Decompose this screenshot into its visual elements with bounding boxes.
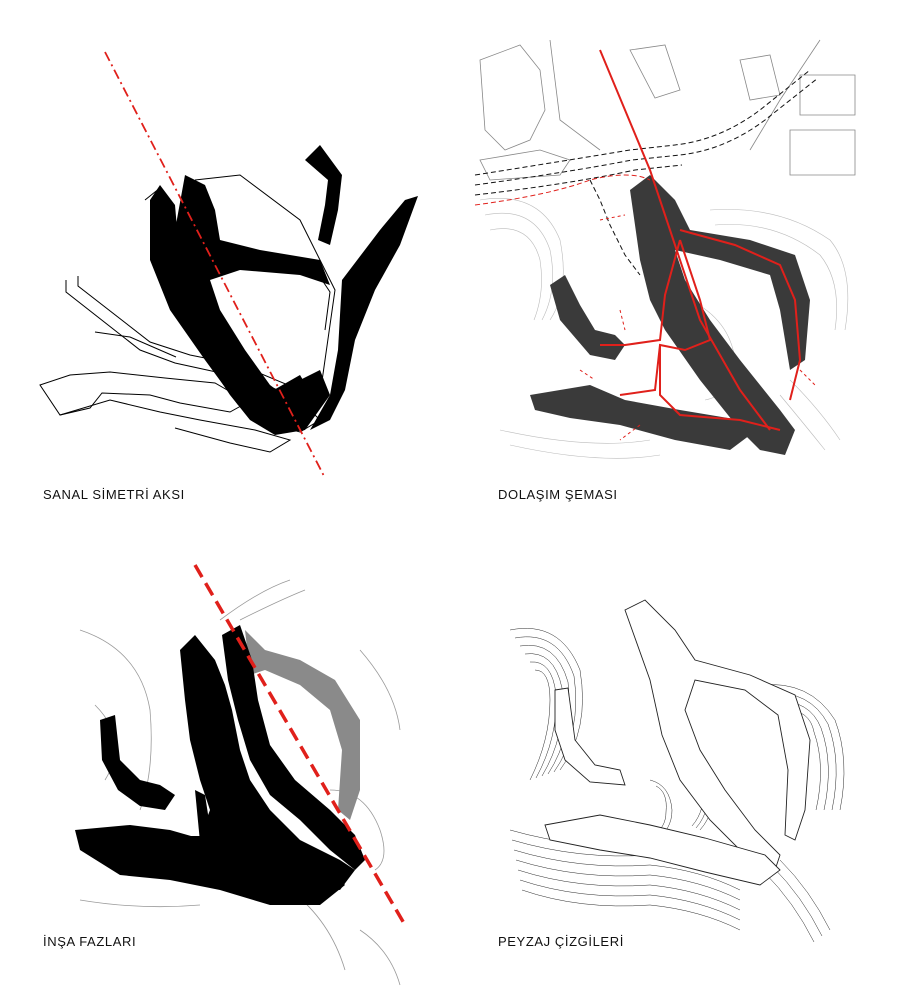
panel-landscape-lines: PEYZAJ ÇİZGİLERİ [450, 510, 900, 1000]
panel-symmetry-axis: SANAL SİMETRİ AKSI [0, 0, 450, 510]
context-blocks [479, 39, 856, 181]
symmetry-diagram [39, 51, 418, 479]
black-building-masses [150, 145, 418, 435]
caption-symmetry: SANAL SİMETRİ AKSI [43, 487, 185, 502]
phase-1-mass [75, 625, 365, 905]
phase-boundary-line [193, 564, 407, 926]
phases-diagram [75, 564, 407, 986]
access-roads [474, 69, 819, 276]
panel-circulation: DOLAŞIM ŞEMASI [450, 0, 900, 510]
circulation-diagram [474, 39, 856, 459]
caption-landscape: PEYZAJ ÇİZGİLERİ [498, 934, 624, 949]
caption-phases: İNŞA FAZLARI [43, 934, 137, 949]
building-outlines [544, 599, 811, 886]
landscape-diagram [509, 599, 845, 943]
dark-building-masses [530, 175, 810, 455]
phase-2-mass [245, 630, 360, 820]
panel-construction-phases: İNŞA FAZLARI [0, 510, 450, 1000]
circulation-routes [474, 49, 816, 441]
caption-circulation: DOLAŞIM ŞEMASI [498, 487, 618, 502]
